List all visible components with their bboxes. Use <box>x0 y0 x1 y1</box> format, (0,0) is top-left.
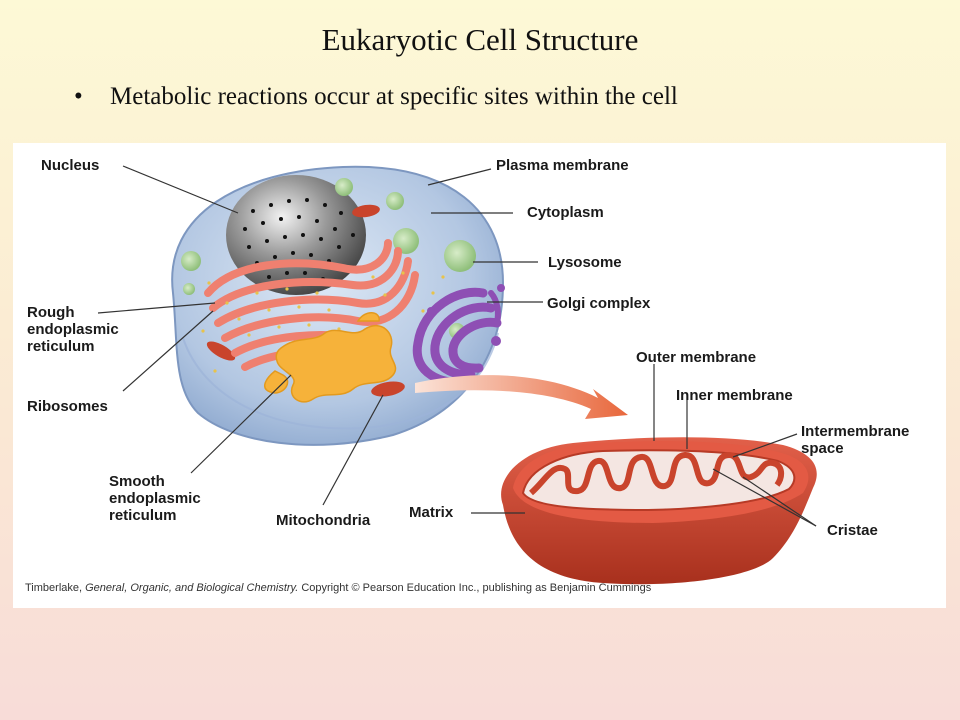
label-rough-er: Rough endoplasmic reticulum <box>27 304 119 355</box>
label-outer-membrane: Outer membrane <box>636 349 757 366</box>
mitochondrion-detail <box>501 437 817 585</box>
figure-credit: Timberlake, General, Organic, and Biolog… <box>25 582 651 594</box>
bullet-point: • Metabolic reactions occur at specific s… <box>74 83 678 111</box>
cell-illustration <box>97 165 817 585</box>
label-mitochondria: Mitochondria <box>276 512 371 529</box>
label-smooth-er: Smooth endoplasmic reticulum <box>109 473 201 524</box>
ribosome-dots <box>201 271 445 373</box>
cell-mitochondria <box>206 204 405 397</box>
smooth-er-organelle <box>264 312 397 403</box>
zoom-arrow <box>415 375 628 419</box>
label-golgi-complex: Golgi complex <box>547 295 651 312</box>
label-cytoplasm: Cytoplasm <box>527 204 604 221</box>
credit-book-title: General, Organic, and Biological Chemist… <box>85 582 299 594</box>
credit-author: Timberlake, <box>25 582 86 594</box>
label-ribosomes: Ribosomes <box>27 398 108 415</box>
label-nucleus: Nucleus <box>41 157 100 174</box>
label-lysosome: Lysosome <box>548 254 622 271</box>
slide-title: Eukaryotic Cell Structure <box>321 22 639 57</box>
label-plasma-membrane: Plasma membrane <box>496 157 629 174</box>
golgi-organelle <box>412 284 505 388</box>
label-inner-membrane: Inner membrane <box>676 387 793 404</box>
bullet-icon: • <box>74 83 83 110</box>
bullet-text: Metabolic reactions occur at specific si… <box>110 83 678 110</box>
label-intermembrane-space: Intermembrane space <box>801 423 910 457</box>
credit-copyright: Copyright © Pearson Education Inc., publ… <box>298 582 652 594</box>
label-cristae: Cristae <box>827 522 878 539</box>
label-matrix: Matrix <box>409 504 454 521</box>
cell-diagram: Nucleus Plasma membrane Cytoplasm Lysoso… <box>13 143 946 608</box>
leader-lines <box>97 165 817 527</box>
